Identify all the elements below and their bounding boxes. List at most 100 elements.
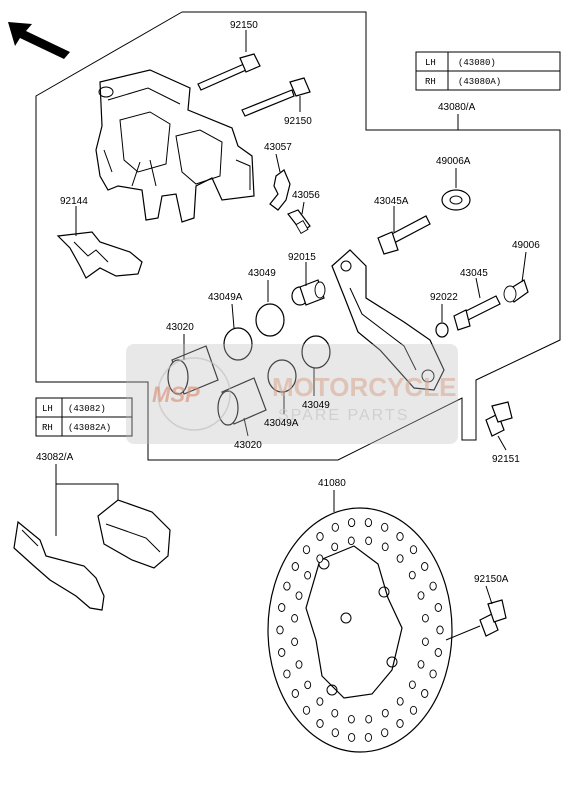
watermark-line2: SPARE PARTS — [278, 407, 409, 424]
label-92150A: 92150A — [474, 574, 509, 585]
pads-table-rh-code: (43082A) — [68, 423, 111, 433]
front-direction-arrow-icon — [8, 22, 70, 59]
disc-hole — [316, 719, 324, 728]
label-43049-bot: 43049 — [302, 400, 330, 411]
disc-hole — [429, 581, 437, 591]
disc-hole — [381, 728, 389, 738]
label-43049A-bot: 43049A — [264, 418, 299, 429]
pin-43045A — [377, 215, 431, 255]
disc-hole — [381, 708, 389, 718]
label-92022: 92022 — [430, 292, 458, 303]
disc-hole — [304, 680, 312, 690]
disc-hole — [331, 708, 339, 718]
clip-43057 — [269, 169, 291, 211]
disc-hole — [331, 522, 339, 532]
disc-hole — [278, 603, 286, 612]
label-49006: 49006 — [512, 240, 540, 251]
brake-pad-right — [97, 499, 171, 569]
bleeder-valve-43056 — [287, 209, 311, 234]
boot-49006A — [441, 189, 471, 211]
label-43020-bot: 43020 — [234, 440, 262, 451]
seal-43049-lower — [301, 335, 331, 369]
disc-hole — [364, 732, 373, 742]
disc-hole — [396, 554, 404, 563]
label-43056: 43056 — [292, 190, 320, 201]
disc-hole — [316, 532, 324, 541]
label-92015: 92015 — [288, 252, 316, 263]
caliper-table-lh-code: (43080) — [458, 58, 496, 68]
disc-hole — [434, 603, 442, 612]
slide-pin-92150-lower — [241, 77, 311, 117]
disc-hole — [381, 522, 389, 532]
disc-hole — [283, 669, 291, 679]
label-43049-top: 43049 — [248, 268, 276, 279]
label-41080: 41080 — [318, 478, 346, 489]
disc-hole — [396, 532, 404, 541]
seal-43049A-upper — [223, 327, 253, 361]
disc-hole — [421, 689, 429, 698]
disc-hole — [409, 705, 418, 715]
disc-hole — [276, 625, 284, 635]
brake-disc-holes — [276, 518, 444, 742]
label-43045A: 43045A — [374, 196, 409, 207]
sleeve-92015 — [291, 279, 326, 306]
disc-hole — [396, 697, 404, 706]
label-92150-mid: 92150 — [284, 116, 312, 127]
disc-hole — [347, 732, 356, 742]
disc-hole — [396, 719, 404, 728]
disc-hole — [316, 697, 324, 706]
disc-hole — [331, 542, 339, 552]
label-43082A: 43082/A — [36, 452, 74, 463]
boot-49006 — [503, 279, 529, 303]
disc-hole — [436, 625, 444, 635]
disc-hole — [316, 554, 324, 563]
label-43045: 43045 — [460, 268, 488, 279]
bolt-92151 — [485, 401, 513, 437]
label-92151: 92151 — [492, 454, 520, 465]
watermark-logo: MSP — [152, 382, 200, 407]
disc-hole — [347, 518, 356, 528]
disc-hole — [434, 648, 442, 657]
brake-pad-left — [13, 520, 105, 611]
disc-hole — [291, 614, 299, 623]
disc-bolt-92150A — [479, 599, 507, 637]
disc-hole — [304, 571, 312, 580]
disc-hole — [408, 570, 416, 580]
leader-lines — [55, 30, 527, 641]
caliper-table-rh-code: (43080A) — [458, 77, 501, 87]
pads-table-rh: RH — [42, 423, 53, 433]
watermark-line1: MOTORCYCLE — [272, 372, 456, 402]
label-43049A-top: 43049A — [208, 292, 243, 303]
disc-hole — [302, 705, 311, 715]
disc-hole — [291, 562, 299, 571]
label-92150-top: 92150 — [230, 20, 258, 31]
disc-hole — [347, 536, 355, 546]
disc-hole — [302, 545, 311, 555]
disc-hole — [409, 545, 418, 555]
pads-table-lh: LH — [42, 404, 53, 414]
disc-hole — [408, 680, 416, 689]
disc-hole — [291, 689, 299, 698]
seal-43049A-lower — [267, 359, 297, 393]
slide-pin-92150-upper — [197, 53, 261, 91]
caliper-side-table: LH (43080) RH (43080A) — [415, 51, 561, 91]
disc-hole — [331, 728, 339, 738]
disc-hole — [365, 714, 373, 724]
pad-spring-92144 — [56, 231, 143, 279]
disc-hole — [417, 660, 425, 669]
seal-43049-upper — [255, 303, 285, 337]
label-49006A: 49006A — [436, 156, 471, 167]
disc-hole — [381, 542, 389, 552]
brake-disc-41080 — [267, 507, 453, 753]
caliper-assembly-outline — [35, 11, 561, 461]
caliper-table-lh: LH — [425, 58, 436, 68]
disc-hole — [291, 637, 299, 647]
disc-hole — [295, 591, 303, 600]
label-43020-top: 43020 — [166, 322, 194, 333]
label-43080A: 43080/A — [438, 102, 476, 113]
disc-hole — [364, 518, 373, 528]
disc-hole — [295, 660, 303, 669]
caliper-bracket — [331, 249, 445, 391]
pin-43045 — [453, 295, 501, 331]
